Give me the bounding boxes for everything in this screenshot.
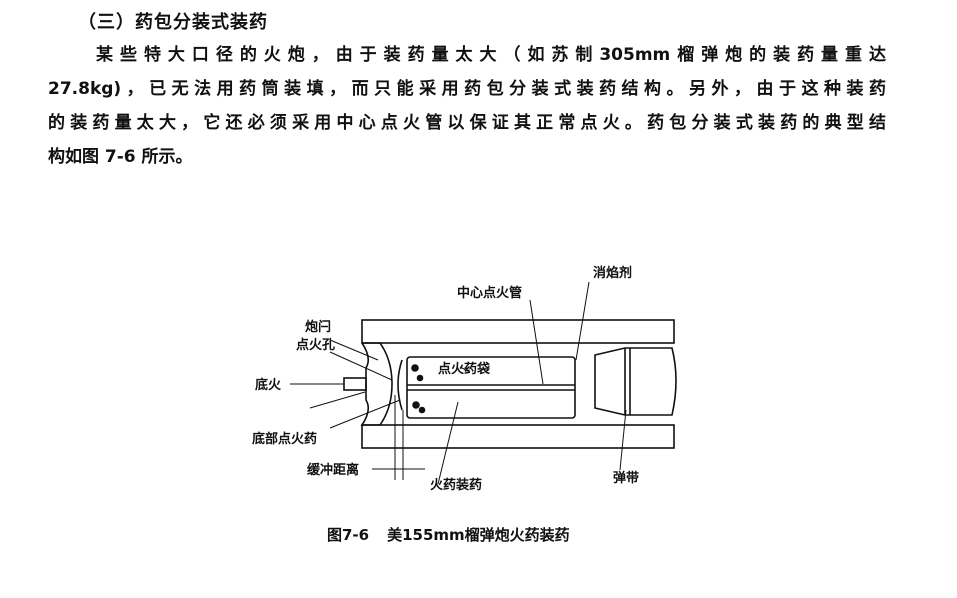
- caption-number: 图7-6: [327, 526, 370, 544]
- paragraph-line: 某些特大口径的火炮，由于装药量太大（如苏制305mm榴弹炮的装药量重达: [96, 45, 886, 65]
- label-flash-reducer: 消焰剂: [593, 265, 632, 281]
- caption-text: 美155mm榴弹炮火药装药: [387, 526, 570, 544]
- label-propellant: 火药装药: [430, 477, 482, 493]
- figure-caption: 图7-6 美155mm榴弹炮火药装药: [327, 524, 570, 545]
- barrel-bottom-wall: [361, 424, 675, 449]
- label-breech: 炮闩: [305, 319, 331, 335]
- projectile: [594, 347, 677, 416]
- label-base-igniter: 底部点火药: [252, 431, 317, 447]
- label-buffer: 缓冲距离: [307, 462, 359, 478]
- label-primer: 底火: [255, 377, 282, 393]
- label-center-tube: 中心点火管: [457, 285, 522, 301]
- label-vent: 点火孔: [296, 337, 335, 353]
- charge-bag: [406, 356, 576, 419]
- barrel-top-wall: [361, 319, 675, 344]
- label-igniter-bag: 点火药袋: [438, 361, 491, 377]
- primer-shape: [343, 377, 367, 391]
- label-band: 弹带: [613, 470, 639, 486]
- breech-block: [360, 342, 393, 426]
- base-igniter: [397, 359, 403, 411]
- paragraph-line: 的装药量太大，它还必须采用中心点火管以保证其正常点火。药包分装式装药的典型结: [48, 113, 886, 133]
- section-heading: （三）药包分装式装药: [78, 12, 268, 33]
- paragraph-line: 构如图 7-6 所示。: [48, 147, 193, 167]
- paragraph-line: 27.8kg)，已无法用药筒装填，而只能采用药包分装式装药结构。另外，由于这种装…: [48, 79, 886, 99]
